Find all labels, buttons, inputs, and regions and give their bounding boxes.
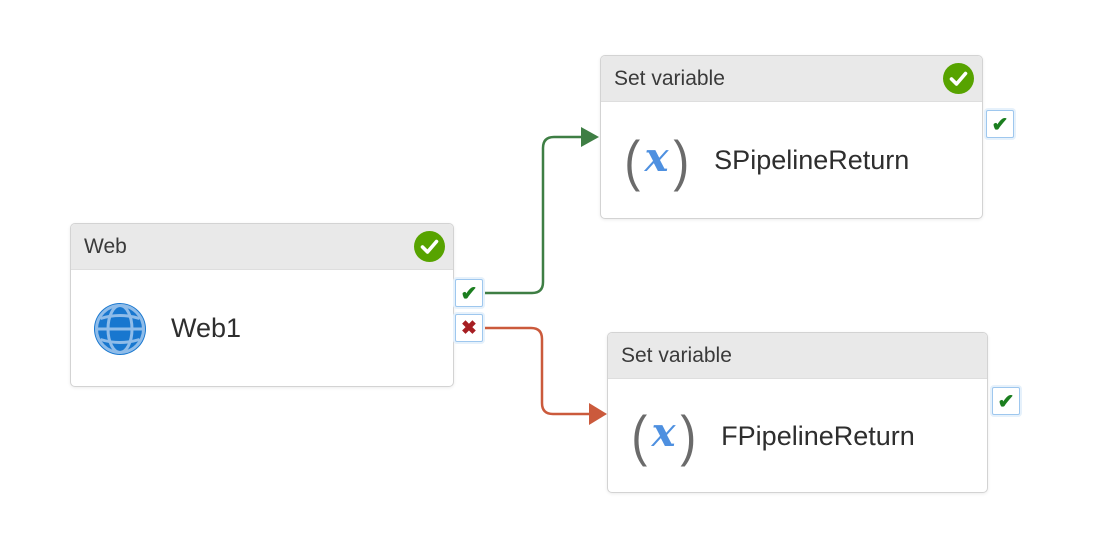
cross-icon: ✖ bbox=[461, 317, 477, 339]
activity-node-spipelinereturn[interactable]: Set variable ( x ) SPipelineReturn bbox=[600, 55, 983, 219]
success-edge[interactable] bbox=[483, 127, 599, 295]
status-succeeded-icon bbox=[943, 63, 974, 94]
fx-x: x bbox=[651, 409, 676, 456]
globe-icon bbox=[94, 302, 146, 355]
activity-body: ( x ) SPipelineReturn bbox=[601, 102, 982, 219]
failure-arrowhead-icon bbox=[589, 403, 607, 425]
activity-type-label: Set variable bbox=[614, 66, 725, 90]
fx-icon: ( x ) bbox=[623, 128, 690, 192]
activity-body: ( x ) FPipelineReturn bbox=[608, 379, 987, 493]
web1-success-port[interactable]: ✔ bbox=[455, 279, 483, 307]
status-succeeded-icon bbox=[414, 231, 445, 262]
fx-paren-close: ) bbox=[672, 128, 689, 192]
check-icon: ✔ bbox=[997, 390, 1015, 413]
activity-header: Set variable bbox=[601, 56, 982, 102]
check-icon: ✔ bbox=[460, 282, 478, 305]
activity-name: Web1 bbox=[171, 313, 242, 343]
activity-body: Web1 bbox=[71, 270, 453, 387]
activity-name: SPipelineReturn bbox=[714, 145, 910, 175]
activity-name: FPipelineReturn bbox=[721, 420, 915, 451]
activity-header: Set variable bbox=[608, 333, 987, 379]
fx-x: x bbox=[644, 133, 669, 181]
check-icon: ✔ bbox=[991, 113, 1009, 136]
spipelinereturn-success-port[interactable]: ✔ bbox=[986, 110, 1014, 138]
fx-paren-open: ( bbox=[631, 404, 648, 467]
activity-type-label: Web bbox=[84, 234, 127, 258]
activity-type-label: Set variable bbox=[621, 343, 732, 367]
fx-paren-close: ) bbox=[679, 404, 696, 467]
activity-node-web1[interactable]: Web Web1 bbox=[70, 223, 454, 387]
success-arrowhead-icon bbox=[581, 127, 599, 147]
activity-header: Web bbox=[71, 224, 453, 270]
fx-icon: ( x ) bbox=[630, 408, 697, 464]
failure-edge[interactable] bbox=[483, 326, 607, 425]
fx-paren-open: ( bbox=[624, 128, 641, 192]
web1-failure-port[interactable]: ✖ bbox=[455, 314, 483, 342]
fpipelinereturn-success-port[interactable]: ✔ bbox=[992, 387, 1020, 415]
activity-node-fpipelinereturn[interactable]: Set variable ( x ) FPipelineReturn bbox=[607, 332, 988, 493]
